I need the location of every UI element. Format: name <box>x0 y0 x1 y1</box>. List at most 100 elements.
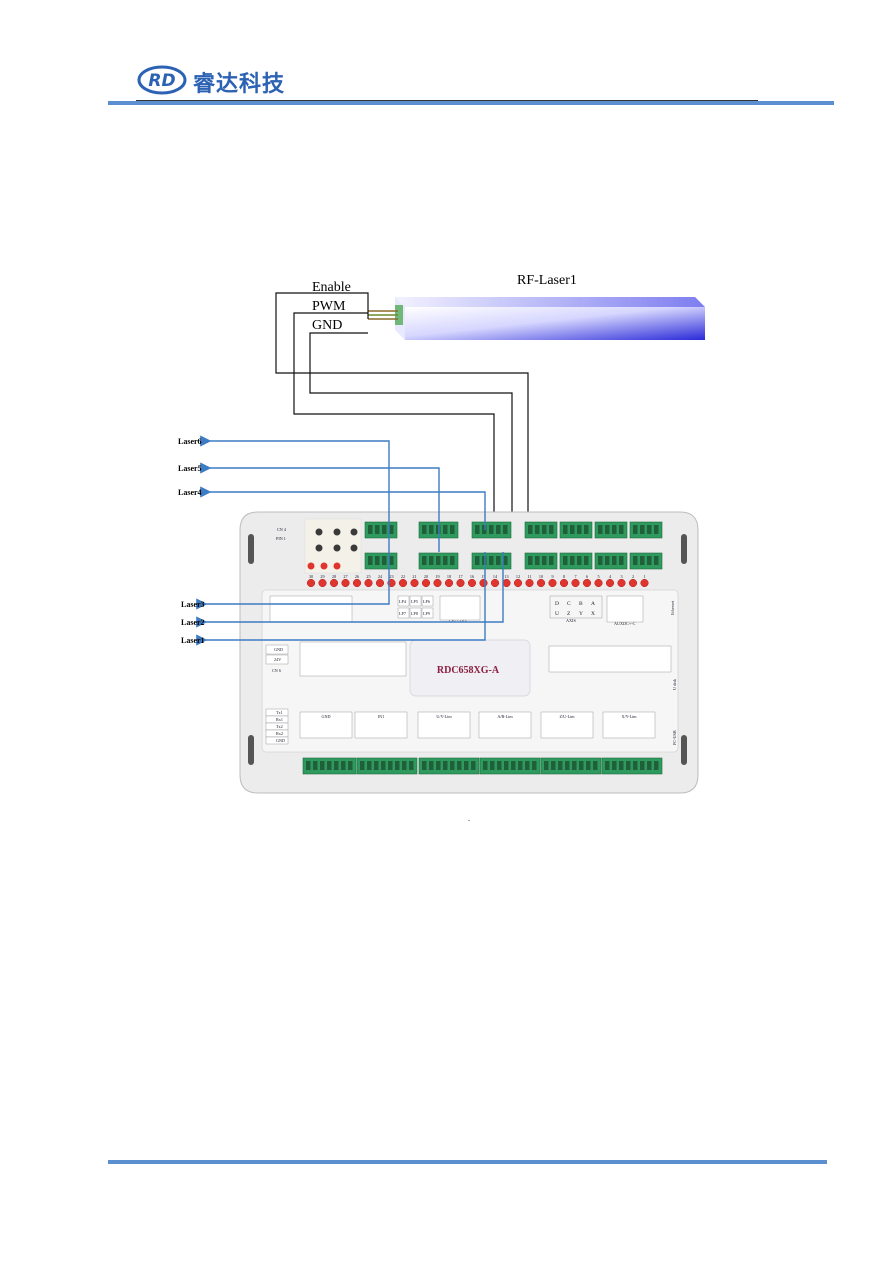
status-led <box>333 562 341 570</box>
mid-connector-5-pin <box>584 556 589 565</box>
axis-label: AXIS <box>566 618 576 623</box>
io-group-label: Z/U-Lim <box>559 714 575 719</box>
lp-pin-label: LP6 <box>423 599 430 604</box>
bottom-connector-1-pin <box>348 761 353 770</box>
bottom-connector-1-pin <box>306 761 311 770</box>
status-button <box>315 528 323 536</box>
bottom-connector-4-pin <box>497 761 502 770</box>
mid-connector-7-pin <box>654 556 659 565</box>
mid-connector-6-pin <box>612 556 617 565</box>
mid-connector-2-pin <box>450 556 455 565</box>
bottom-connector-1-pin <box>341 761 346 770</box>
bottom-connector-6-pin <box>640 761 645 770</box>
bottom-connector-1-pin <box>320 761 325 770</box>
led-number: 22 <box>401 574 405 579</box>
signal-gnd-label: GND <box>312 318 342 333</box>
led-number: 4 <box>609 574 612 579</box>
led-number: 16 <box>470 574 474 579</box>
laser-pin-strip <box>299 641 407 677</box>
led-26 <box>352 578 362 588</box>
bottom-connector-3-pin <box>443 761 448 770</box>
led-25 <box>364 578 373 588</box>
axis-letter: B <box>579 601 583 607</box>
led-3 <box>617 578 626 588</box>
led-30 <box>306 578 316 588</box>
axis-letter: A <box>591 601 595 607</box>
io-group-box <box>540 711 594 739</box>
mid-connector-3-pin <box>503 556 508 565</box>
laser6-label: Laser6 <box>178 437 202 446</box>
mid-connector-7-pin <box>633 556 638 565</box>
bottom-connector-5-pin <box>544 761 549 770</box>
laser1-line <box>196 552 486 646</box>
lp-pin-label: LP4 <box>399 599 407 604</box>
lp-pin-box <box>397 607 410 619</box>
led-20 <box>421 578 431 588</box>
bottom-connector-6-pin <box>647 761 652 770</box>
mid-connector-7-pin <box>647 556 652 565</box>
brand-name: 睿达科技 <box>193 72 286 97</box>
wire-enable <box>275 292 529 530</box>
bottom-connector-1-pin <box>334 761 339 770</box>
cn4-label: CN 4 <box>277 527 287 532</box>
led-4 <box>605 578 615 588</box>
led-number: 5 <box>597 574 599 579</box>
io-group-box <box>478 711 532 739</box>
led-13 <box>502 578 511 588</box>
top-connector-6-pin <box>612 525 617 534</box>
io-group-box <box>602 711 656 739</box>
bottom-connector-2-pin <box>360 761 365 770</box>
led-number: 21 <box>412 574 416 579</box>
bottom-connector-5-pin <box>551 761 556 770</box>
status-button <box>333 528 341 536</box>
mid-connector-1-pin <box>382 556 387 565</box>
laser2-label: Laser2 <box>181 618 205 627</box>
led-number: 29 <box>320 574 324 579</box>
bottom-connector-4-pin <box>525 761 530 770</box>
top-connector-3-pin <box>489 525 494 534</box>
led-number: 28 <box>332 574 336 579</box>
led-number: 30 <box>309 574 313 579</box>
mid-connector-6-pin <box>605 556 610 565</box>
cn6-pin-box <box>265 654 289 665</box>
wire-gnd <box>309 332 513 552</box>
led-number: 23 <box>389 574 393 579</box>
footer-accent-bar <box>108 1160 827 1164</box>
bottom-connector-4-pin <box>490 761 495 770</box>
com-pin-label: Rx1 <box>276 717 283 722</box>
com-pin-box <box>265 736 289 745</box>
led-number: 19 <box>435 574 439 579</box>
figure-dot: . <box>468 814 470 823</box>
signal-pwm-label: PWM <box>312 299 346 314</box>
io-group-box <box>299 711 353 739</box>
pin1-label: PIN 1 <box>276 536 286 541</box>
bottom-connector-3-pin <box>471 761 476 770</box>
top-connector-2-pin <box>450 525 455 534</box>
lp-pin-box <box>409 595 422 607</box>
top-connector-6-pin <box>598 525 603 534</box>
led-10 <box>536 578 546 588</box>
axis-letter: C <box>567 601 571 607</box>
bottom-connector-6-pin <box>633 761 638 770</box>
led-17 <box>456 578 465 588</box>
bottom-connector-3-pin <box>436 761 441 770</box>
top-connector-3-pin <box>475 525 480 534</box>
led-27 <box>341 578 350 588</box>
top-connector-7-pin <box>640 525 645 534</box>
led-number: 13 <box>504 574 508 579</box>
mid-connector-5-pin <box>577 556 582 565</box>
bottom-connector-2-pin <box>402 761 407 770</box>
axis-letter: D <box>555 601 559 607</box>
bottom-connector-2-pin <box>409 761 414 770</box>
bottom-connector-4-pin <box>511 761 516 770</box>
laser5-label: Laser5 <box>178 464 202 473</box>
mid-connector-4-pin <box>549 556 554 565</box>
led-number: 26 <box>355 574 359 579</box>
bottom-connector-5-pin <box>572 761 577 770</box>
status-button <box>350 528 358 536</box>
top-connector-7-pin <box>654 525 659 534</box>
mid-connector-2-pin <box>443 556 448 565</box>
led-5 <box>594 578 603 588</box>
mid-connector-4-pin <box>535 556 540 565</box>
axis-letter: Y <box>579 611 583 617</box>
